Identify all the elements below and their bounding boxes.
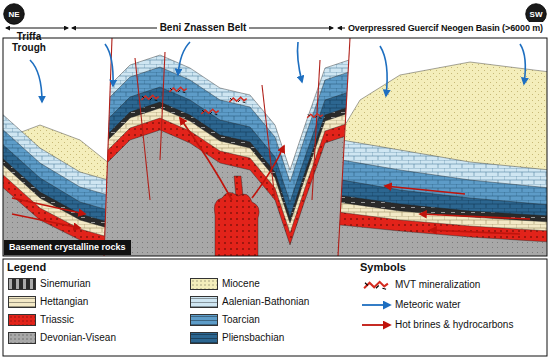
basement-label-box: Basement crystalline rocks	[4, 240, 131, 255]
legend-text: Miocene	[222, 277, 260, 290]
legend-swatch	[190, 332, 218, 344]
circle-shape	[4, 4, 25, 25]
legend-text: Triassic	[40, 313, 74, 326]
node-text: Basement crystalline rocks	[9, 242, 126, 253]
legend-swatch	[190, 278, 218, 290]
legend-swatch	[190, 296, 218, 308]
legend-swatch	[8, 314, 36, 326]
legend-swatch	[8, 296, 36, 308]
legend-heading: Legend	[7, 261, 46, 274]
legend-text: MVT mineralization	[395, 278, 480, 291]
legend-text: Toarcian	[222, 313, 260, 326]
legend-swatch	[8, 332, 36, 344]
legend-text: Devonian-Visean	[40, 331, 116, 344]
legend-heading: Symbols	[360, 261, 406, 274]
region-label: Overpressred Guercif Neogen Basin (>6000…	[345, 22, 546, 34]
legend-text: Sinemurian	[40, 277, 91, 290]
node-text: NE	[8, 10, 19, 19]
legend-swatch	[8, 278, 36, 290]
legend-text: Hot brines & hydrocarbons	[395, 318, 513, 331]
legend-text: Pliensbachian	[222, 331, 284, 344]
node-text: SW	[530, 10, 543, 19]
region-label: Triffa Trough	[5, 31, 53, 53]
legend-swatch	[190, 314, 218, 326]
direction-marker: NE	[3, 3, 25, 25]
region-label: Beni Znassen Belt	[157, 22, 250, 34]
legend-text: Hettangian	[40, 295, 88, 308]
legend-text: Aalenian-Bathonian	[222, 295, 309, 308]
legend-text: Meteoric water	[395, 298, 461, 311]
